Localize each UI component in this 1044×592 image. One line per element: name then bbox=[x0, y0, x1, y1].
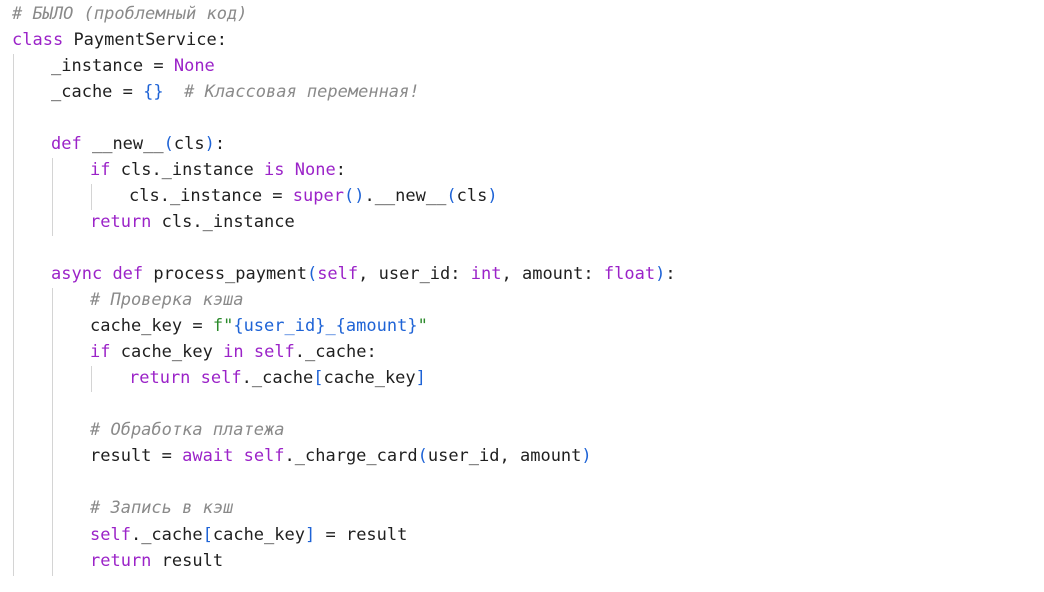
keyword-async: async bbox=[51, 264, 103, 284]
code-line: # Запись в кэш bbox=[90, 495, 233, 521]
keyword-return: return bbox=[90, 212, 152, 232]
code-line: # Обработка платежа bbox=[90, 417, 284, 443]
indent-guide bbox=[52, 288, 53, 576]
keyword-is: is bbox=[264, 160, 285, 180]
keyword-in: in bbox=[223, 342, 244, 362]
code-line: return cls._instance bbox=[90, 212, 295, 232]
code-line: if cls._instance is None: bbox=[90, 160, 346, 180]
keyword-await: await bbox=[182, 446, 234, 466]
code-line: self._cache[cache_key] = result bbox=[90, 525, 408, 545]
param: cls bbox=[173, 134, 205, 154]
code-line: # Проверка кэша bbox=[90, 287, 244, 313]
indent-guide bbox=[13, 54, 14, 576]
none-literal: None bbox=[294, 160, 336, 180]
expr: cls._instance bbox=[120, 160, 254, 180]
code-line: _cache = {} # Классовая переменная! bbox=[51, 79, 420, 105]
equals: = bbox=[112, 82, 144, 102]
code-line: class PaymentService: bbox=[12, 27, 227, 53]
comment: # Запись в кэш bbox=[90, 498, 234, 518]
class-name: PaymentService bbox=[73, 30, 217, 50]
code-line: cls._instance = super().__new__(cls) bbox=[129, 186, 498, 206]
comment: # БЫЛО (проблемный код) bbox=[12, 4, 248, 24]
keyword-if: if bbox=[90, 160, 111, 180]
code-line: cache_key = f"{user_id}_{amount}" bbox=[90, 316, 428, 336]
builtin: super bbox=[292, 186, 344, 206]
code-line: def __new__(cls): bbox=[51, 134, 226, 154]
indent-guide bbox=[52, 158, 53, 236]
comment: # Проверка кэша bbox=[90, 290, 244, 310]
keyword-def: def bbox=[51, 134, 82, 154]
fstring-body: {user_id}_{amount} bbox=[233, 316, 418, 336]
code-line: _instance = None bbox=[51, 53, 215, 79]
code-line: # БЫЛО (проблемный код) bbox=[12, 1, 247, 27]
comment: # Обработка платежа bbox=[90, 420, 285, 440]
instance-attr: _instance bbox=[51, 56, 144, 76]
fstring: f" bbox=[212, 316, 234, 336]
keyword-def: def bbox=[112, 264, 144, 284]
type-int: int bbox=[470, 264, 502, 284]
comment: # Классовая переменная! bbox=[184, 82, 420, 102]
code-line: if cache_key in self._cache: bbox=[90, 342, 377, 362]
empty-dict: {} bbox=[143, 82, 164, 102]
code-line: async def process_payment(self, user_id:… bbox=[51, 264, 676, 284]
none-literal: None bbox=[173, 56, 215, 76]
code-line: return self._cache[cache_key] bbox=[129, 368, 426, 388]
keyword-return: return bbox=[129, 368, 191, 388]
keyword-if: if bbox=[90, 342, 111, 362]
equals: = bbox=[143, 56, 174, 76]
keyword-class: class bbox=[12, 30, 64, 50]
indent-guide bbox=[91, 366, 92, 392]
function-name: __new__ bbox=[91, 134, 164, 154]
keyword-return: return bbox=[90, 551, 152, 571]
colon: : bbox=[216, 30, 227, 50]
code-line: result = await self._charge_card(user_id… bbox=[90, 446, 592, 466]
expr: cls._instance bbox=[129, 186, 263, 206]
cache-attr: _cache bbox=[51, 82, 113, 102]
function-name: process_payment bbox=[153, 264, 307, 284]
indent-guide bbox=[91, 184, 92, 210]
type-float: float bbox=[603, 264, 656, 284]
code-line: return result bbox=[90, 551, 224, 571]
self-param: self bbox=[317, 264, 359, 284]
